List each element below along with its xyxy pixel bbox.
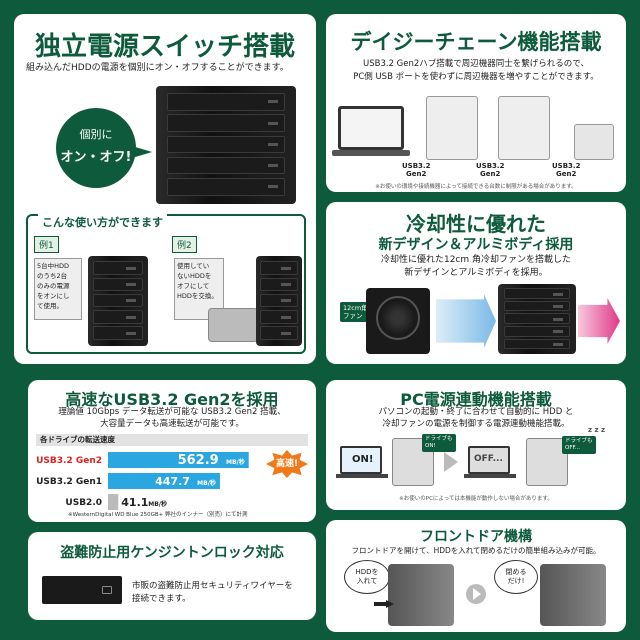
panel-desc-1: 冷却性に優れた12cm 角冷却ファンを搭載した [380, 255, 572, 265]
panel-desc-1: 理論値 10Gbps データ転送が可能な USB3.2 Gen2 搭載、 [58, 407, 286, 417]
chart-footnote: ※WesternDigital WD Blue 250GB+ 弊社のインナー（別… [68, 512, 248, 518]
hdd-drive-image [208, 308, 258, 342]
panel-note: ※お使いのPCによっては本機能が動作しない場合があります。 [399, 496, 553, 502]
panel-title: 盗難防止用ケンジントンロック対応 [60, 545, 284, 561]
panel-daisy-chain: デイジーチェーン機能搭載 USB3.2 Gen2ハブ搭載で周辺機器同士を繋げられ… [326, 14, 626, 192]
chart-bar [108, 473, 220, 489]
panel-front-door: フロントドア機構 フロントドアを開けて、HDDを入れて閉めるだけの簡単組み込みが… [326, 520, 626, 632]
fan-tag: 12cm角 ファン [340, 302, 371, 322]
panel-title: 高速なUSB3.2 Gen2を採用 [65, 390, 279, 409]
panel-desc-1: パソコンの起動・終了に合わせて自動的に HDD と [378, 407, 574, 417]
bubble-insert: HDDを 入れて [344, 560, 390, 594]
enclosure-off [526, 438, 568, 486]
dock-image [574, 124, 614, 160]
port-label: USB3.2 Gen2 [402, 162, 431, 178]
laptop-image [338, 106, 404, 150]
panel-desc-2: 接続できます。 [132, 594, 191, 604]
enclosure-white-2 [498, 96, 550, 160]
panel-usb-speed: 高速なUSB3.2 Gen2を採用 理論値 10Gbps データ転送が可能な U… [28, 380, 316, 522]
panel-power-switch: 独立電源スイッチ搭載 組み込んだHDDの電源を個別にオン・オフすることができます… [14, 14, 316, 364]
panel-subtitle: 新デザイン＆アルミボディ採用 [378, 237, 574, 253]
enclosure-black-image [498, 284, 576, 354]
chart-category-label: USB2.0 [65, 498, 102, 508]
chart-unit-label: MB/秒 [226, 458, 245, 466]
panel-pc-power-link: PC電源連動機能搭載 パソコンの起動・終了に合わせて自動的に HDD と 冷却フ… [326, 380, 626, 510]
chart-unit-label: MB/秒 [148, 500, 167, 508]
panel-desc-2: 冷却ファンの電源を制御する電源連動機能搭載。 [382, 419, 570, 429]
chart-value-label: 447.7 [155, 475, 190, 488]
panel-cooling: 冷却性に優れた 新デザイン＆アルミボディ採用 冷却性に優れた12cm 角冷却ファ… [326, 202, 626, 364]
callout-bubble: 個別に オン・オフ! [56, 108, 136, 188]
push-arrow-icon [374, 600, 394, 608]
off-label: OFF... [474, 454, 503, 464]
ex2-label: 例2 [172, 236, 197, 253]
ex2-enclosure-image [256, 256, 302, 346]
port-label: USB3.2 Gen2 [476, 162, 505, 178]
port-label: USB3.2 Gen2 [552, 162, 581, 178]
ex1-label: 例1 [34, 236, 59, 253]
bubble-line1: 個別に [79, 128, 113, 141]
chart-bar [108, 452, 249, 468]
ex1-enclosure-image [88, 256, 148, 346]
chart-bar [108, 494, 119, 510]
airflow-arrows-in [436, 294, 496, 348]
enclosure-open-image [388, 564, 454, 626]
panel-desc-2: 新デザインとアルミボディを採用。 [404, 268, 548, 278]
on-label: ON! [352, 454, 374, 465]
hdd-enclosure-image [156, 86, 296, 204]
fan-icon [376, 296, 420, 340]
panel-kensington: 盗難防止用ケンジントンロック対応 市販の盗難防止用セキュリティワイヤーを 接続で… [28, 532, 316, 620]
chart-unit-label: MB/秒 [197, 479, 216, 487]
panel-desc: 組み込んだHDDの電源を個別にオン・オフすることができます。 [26, 63, 289, 73]
step-arrow-icon [466, 584, 486, 604]
zzz-text: z z z [588, 426, 606, 434]
laptop-off [468, 446, 510, 474]
bubble-line2: オン・オフ! [60, 150, 132, 165]
panel-title: 独立電源スイッチ搭載 [34, 32, 295, 62]
usage-title: こんな使い方ができます [38, 214, 167, 230]
panel-desc-1: 市販の盗難防止用セキュリティワイヤーを [132, 581, 293, 591]
panel-title: デイジーチェーン機能搭載 [350, 30, 602, 54]
tag-drive-off: ドライブも OFF... [562, 436, 596, 454]
panel-desc: フロントドアを開けて、HDDを入れて閉めるだけの簡単組み込みが可能。 [351, 546, 601, 555]
enclosure-rear-image [366, 288, 430, 354]
chart-header: 各ドライブの転送速度 [36, 434, 308, 446]
panel-note: ※お使いの環境や接続機器によって接続できる台数に制限がある場合があります。 [375, 184, 577, 190]
panel-desc-2: PC側 USB ポートを使わずに周辺機器を増やすことができます。 [353, 72, 599, 82]
enclosure-closed-image [540, 564, 606, 626]
chart-value-label: 562.9 [178, 453, 219, 468]
enclosure-white-1 [426, 96, 478, 160]
chart-category-label: USB3.2 Gen2 [36, 456, 102, 466]
arrow-right-icon [444, 452, 458, 472]
airflow-arrows-out [578, 298, 620, 344]
lock-slot-image [42, 576, 122, 604]
laptop-on [340, 446, 382, 474]
chart-value-label: 41.1 [121, 496, 148, 509]
panel-desc-1: USB3.2 Gen2ハブ搭載で周辺機器同士を繋げられるので、 [363, 59, 589, 69]
chart-category-label: USB3.2 Gen1 [36, 477, 102, 487]
panel-title: 冷却性に優れた [406, 212, 546, 236]
panel-title: PC電源連動機能搭載 [400, 390, 552, 409]
panel-desc-2: 大容量データも高速転送が可能です。 [100, 419, 244, 429]
bubble-close: 閉める だけ! [494, 560, 538, 594]
lock-icon [102, 586, 112, 594]
speed-badge: 高速! [266, 450, 308, 478]
panel-title: フロントドア機構 [420, 529, 532, 545]
tag-drive-on: ドライブも ON! [422, 434, 456, 452]
